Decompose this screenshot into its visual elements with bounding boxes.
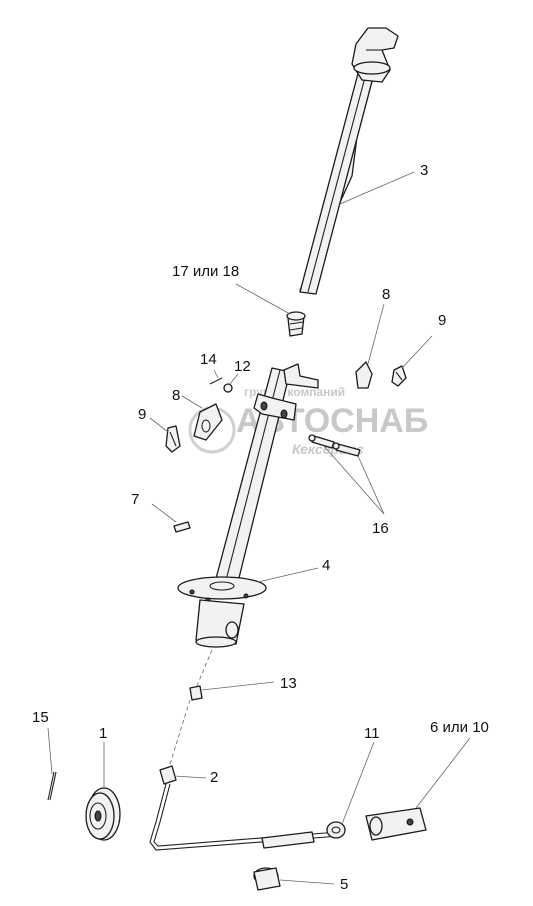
leader-lines (47, 171, 471, 885)
callout-16: 16 (372, 520, 389, 537)
part-8-right-bracket (355, 361, 373, 389)
part-12-nut (223, 383, 233, 393)
callout-12: 12 (234, 358, 251, 375)
watermark: группа компаний АВТОСНАБ Кексервис (188, 385, 428, 457)
part-15-cotter-pin (47, 771, 57, 801)
part-14-pin (209, 377, 223, 385)
callout-7: 7 (131, 491, 139, 508)
callout-8-top: 8 (382, 286, 390, 303)
axis-line (195, 649, 213, 689)
part-6-10-fork (365, 807, 427, 841)
part-9-clip-left (165, 425, 181, 453)
callout-3: 3 (420, 162, 428, 179)
part-9-clip-right (391, 365, 407, 387)
callout-labels: 3 17 или 18 8 9 14 12 8 9 7 16 4 13 15 1… (32, 162, 489, 893)
part-1-pulley (85, 787, 121, 841)
callout-14: 14 (200, 351, 217, 368)
callout-5: 5 (340, 876, 348, 893)
callout-4: 4 (322, 557, 330, 574)
part-7-pin (173, 521, 191, 533)
callout-11: 11 (364, 725, 380, 742)
callout-9-left: 9 (138, 406, 146, 423)
part-5-cable-end (253, 831, 315, 891)
part-2-cable (149, 765, 341, 851)
part-13-bushing (189, 685, 203, 701)
callout-13: 13 (280, 675, 297, 692)
part-8-bracket (193, 363, 319, 441)
callout-9-right: 9 (438, 312, 446, 329)
part-11-nut (326, 821, 346, 839)
callout-1: 1 (99, 725, 107, 742)
part-17-18-bushing (286, 311, 306, 337)
callout-17-18: 17 или 18 (172, 263, 239, 280)
axis-line-lower (169, 699, 191, 765)
callout-8-left: 8 (172, 387, 180, 404)
callout-15: 15 (32, 709, 49, 726)
part-3-gear-lever (299, 27, 399, 295)
callout-2: 2 (210, 769, 218, 786)
callout-6-10: 6 или 10 (430, 719, 489, 736)
